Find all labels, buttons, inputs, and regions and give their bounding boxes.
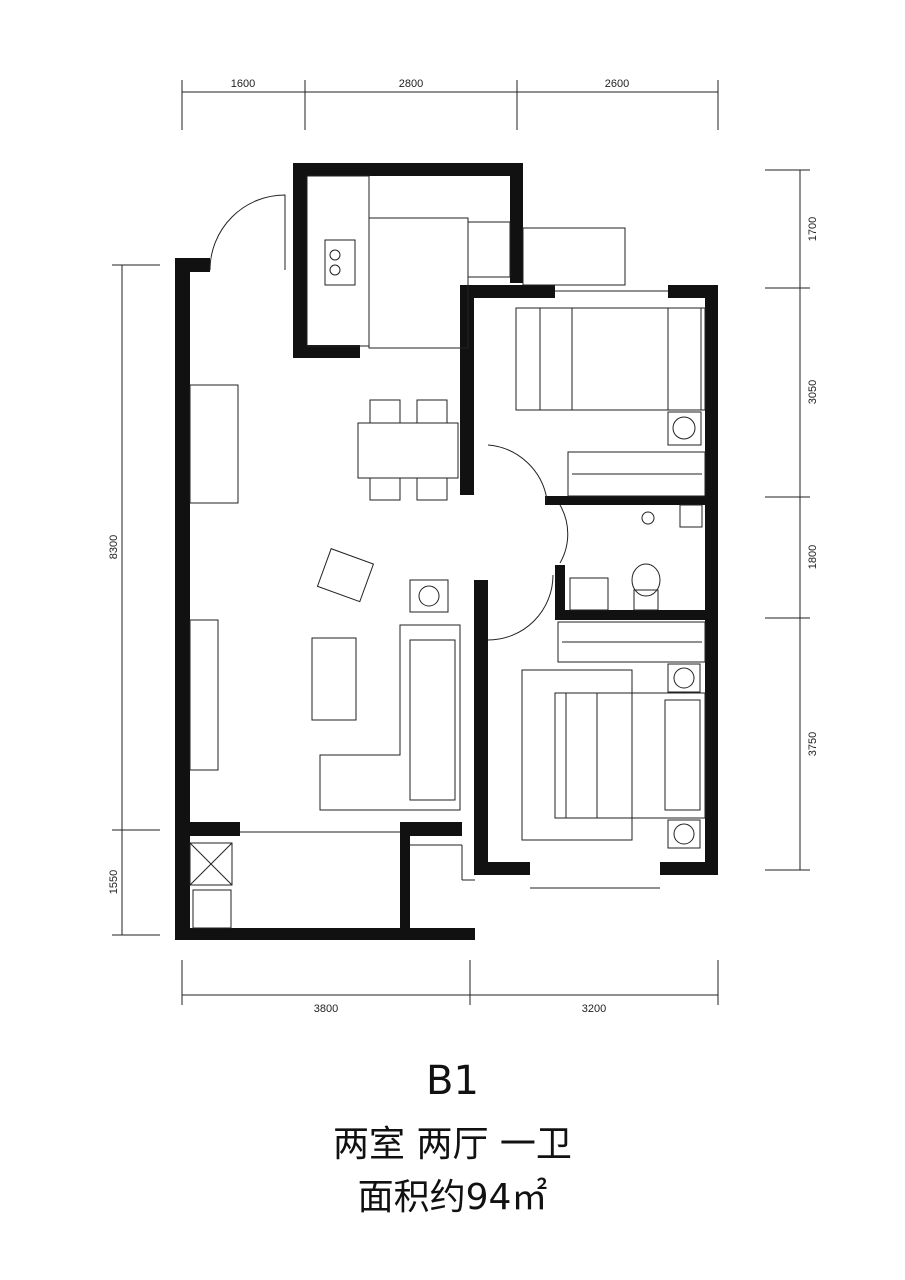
dim-bottom-1: 3800: [314, 1003, 338, 1015]
armchair: [316, 548, 375, 603]
dim-bottom-2: 3200: [582, 1003, 606, 1015]
balcony: [189, 831, 660, 929]
dimension-lines: [112, 80, 810, 1005]
unit-area: 面积约94㎡: [357, 1177, 548, 1218]
tv-cabinet: [189, 619, 219, 771]
bathroom-door: [559, 504, 569, 564]
bathroom: [569, 504, 703, 611]
entry-door: [209, 194, 286, 271]
bed-1: [515, 307, 706, 446]
kitchen-counter: [306, 175, 511, 349]
bedroom1-door: [487, 444, 548, 501]
bedroom1-balcony: [522, 227, 668, 292]
dim-top-1: 1600: [231, 78, 255, 90]
unit-layout: 两室 两厅 一卫: [333, 1124, 572, 1165]
wardrobe-2: [557, 621, 706, 663]
coffee-table: [311, 637, 357, 721]
fixtures: [189, 175, 706, 929]
bedroom2-door: [487, 574, 554, 641]
unit-type-title: B1: [426, 1058, 479, 1104]
dim-left-1: 8300: [108, 535, 120, 559]
dim-right-2: 3050: [807, 380, 819, 404]
shoe-cabinet: [189, 384, 239, 504]
dim-top-3: 2600: [605, 78, 629, 90]
dining-table: [357, 399, 459, 501]
bed-2: [521, 663, 706, 849]
dim-top-2: 2800: [399, 78, 423, 90]
wardrobe-1: [567, 451, 706, 497]
sofa: [319, 579, 461, 811]
dim-right-3: 1800: [807, 545, 819, 569]
walls: [175, 163, 718, 940]
dim-right-4: 3750: [807, 732, 819, 756]
dim-right-1: 1700: [807, 217, 819, 241]
dim-left-2: 1550: [108, 870, 120, 894]
